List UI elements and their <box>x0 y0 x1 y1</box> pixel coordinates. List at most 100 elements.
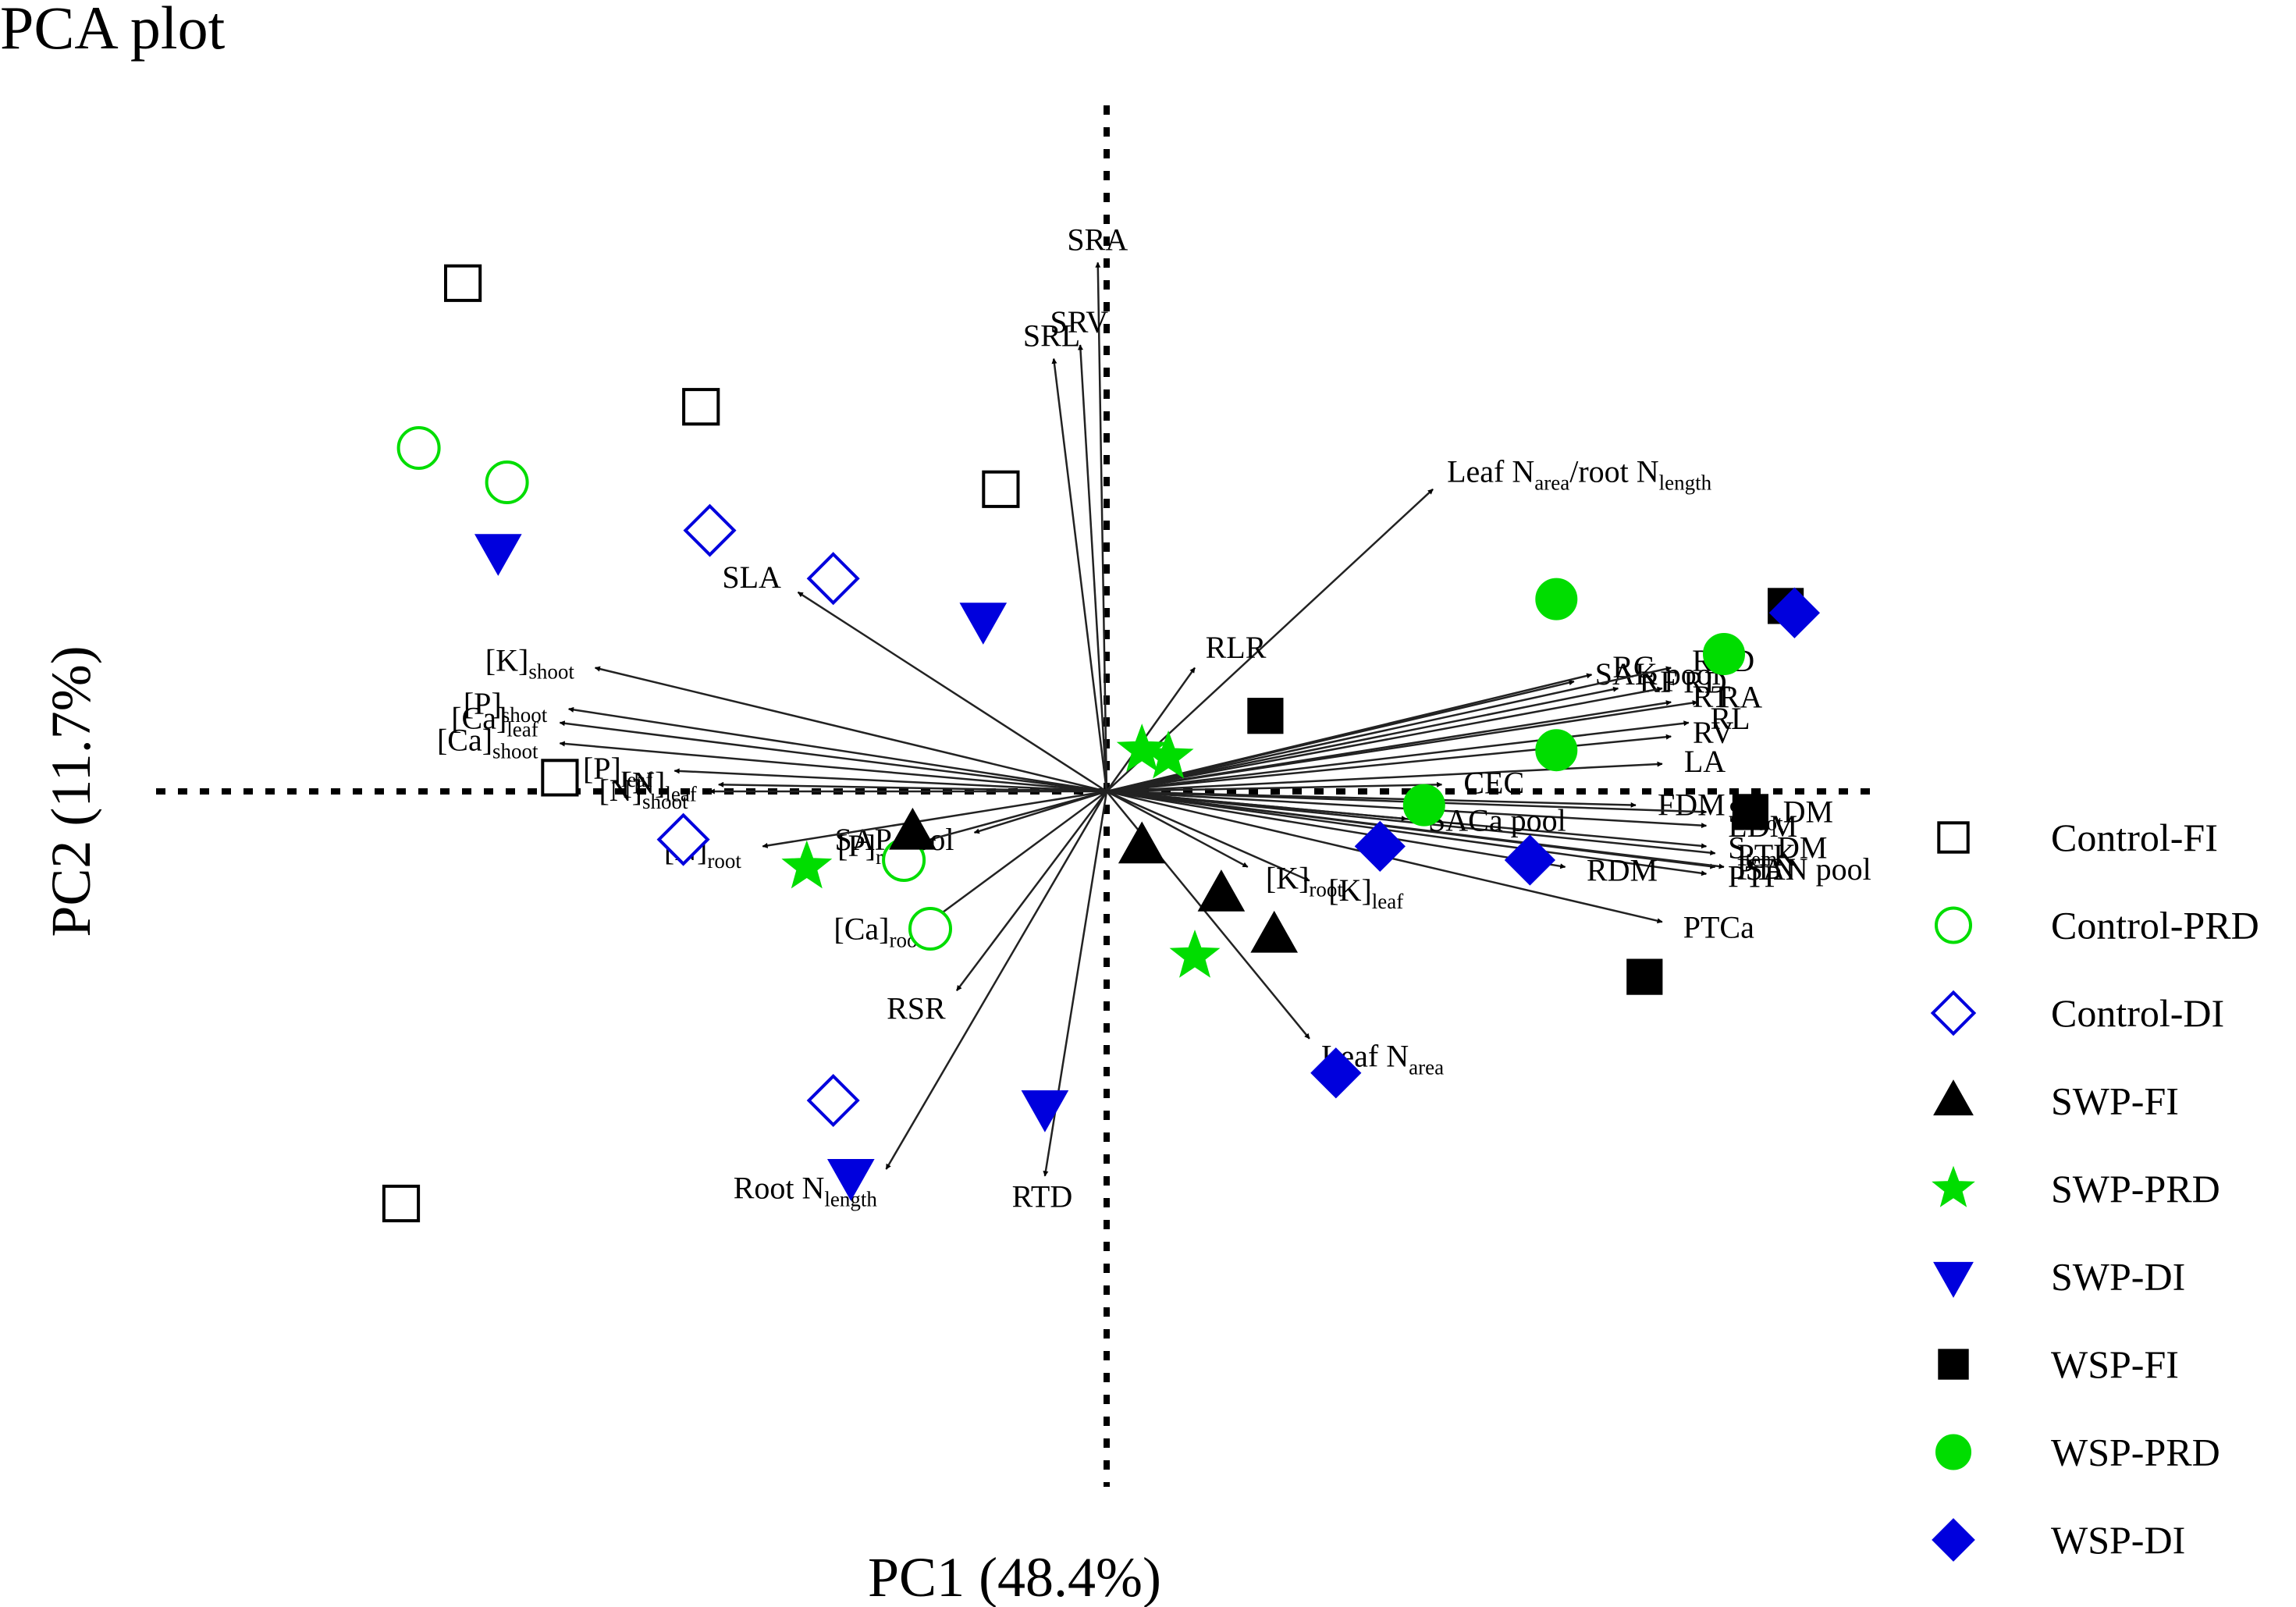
loading-label: SRL <box>1023 318 1080 354</box>
legend-marker <box>1930 990 1977 1036</box>
score-point <box>959 603 1008 645</box>
loading-arrow <box>1051 357 1108 792</box>
loading-arrow <box>955 791 1107 991</box>
label-part: [Ca] <box>437 722 492 757</box>
label-part: LA <box>1684 744 1726 779</box>
loading-label: [Ca]leaf <box>451 701 538 741</box>
label-part: leaf <box>665 783 696 806</box>
loading-arrow <box>718 781 1107 793</box>
score-point <box>1118 821 1166 864</box>
loading-arrow <box>594 666 1107 793</box>
legend-marker <box>1935 1434 1971 1470</box>
score-point <box>806 1073 860 1128</box>
label-part: length <box>1659 471 1712 494</box>
loading-arrow <box>1106 790 1566 869</box>
legend-marker <box>1932 1165 1975 1207</box>
legend-item: SWP-PRD <box>1932 1165 2220 1211</box>
loading-arrow <box>1106 673 1593 793</box>
score-point <box>1535 578 1578 620</box>
legend-label: WSP-FI <box>2051 1342 2179 1386</box>
legend-item: WSP-PRD <box>1935 1431 2220 1474</box>
score-point <box>683 503 737 557</box>
label-part: S <box>1728 830 1745 866</box>
loading-label: StemDM <box>1728 830 1827 871</box>
loading-label: RL <box>1710 701 1750 736</box>
score-point <box>396 426 441 470</box>
score-point <box>682 388 720 426</box>
legend: Control-FI Control-PRD Control-DI SWP-FI SWP… <box>1930 816 2259 1562</box>
label-part: [K] <box>485 642 529 677</box>
legend-item: Control-DI <box>1930 990 2224 1036</box>
score-point <box>485 460 529 504</box>
score-point <box>1116 724 1168 772</box>
loading-label: [N]leaf <box>622 766 697 806</box>
loading-arrow <box>1106 790 1310 882</box>
legend-item: Control-FI <box>1937 816 2218 859</box>
loading-label: [N]shoot <box>599 773 688 813</box>
score-point <box>1626 958 1663 995</box>
label-part: root <box>1309 878 1343 901</box>
label-part: RSR <box>887 990 946 1026</box>
legend-label: SWP-PRD <box>2051 1167 2220 1211</box>
label-part: RF <box>1640 664 1678 699</box>
label-part: RDM <box>1587 853 1658 888</box>
label-part: RV <box>1693 715 1733 750</box>
loading-arrow <box>1105 667 1196 792</box>
loading-arrow <box>938 790 1107 916</box>
loading-label: PTCa <box>1683 909 1754 944</box>
score-point <box>781 840 833 889</box>
label-part: [P] <box>583 751 621 786</box>
score-point <box>1768 587 1821 638</box>
score-point <box>1143 730 1194 779</box>
loading-arrow <box>1077 344 1108 792</box>
label-part: [P] <box>837 828 876 863</box>
loading-label: CEC <box>1463 765 1524 800</box>
score-point <box>1402 784 1445 827</box>
label-part: [Ca] <box>451 701 506 736</box>
score-point <box>1247 698 1284 734</box>
loading-arrow <box>1043 791 1108 1177</box>
loading-arrow <box>674 768 1107 793</box>
legend-label: SWP-DI <box>2051 1255 2185 1299</box>
loading-label: [K]shoot <box>485 642 575 683</box>
loading-label: LA <box>1684 744 1726 779</box>
label-part: area <box>1534 471 1569 494</box>
label-part: Root N <box>734 1170 825 1205</box>
chart-title: PCA plot <box>0 0 226 62</box>
loading-label: Leaf Narea/root Nlength <box>1447 453 1712 494</box>
loading-arrow <box>1106 666 1672 793</box>
label-part: SRA <box>1067 222 1128 257</box>
x-axis-label: PC1 (48.4%) <box>868 1546 1161 1607</box>
loading-label: [K]leaf <box>1328 873 1403 913</box>
score-point <box>889 807 937 850</box>
legend-label: SWP-FI <box>2051 1079 2179 1123</box>
legend-marker <box>1935 906 1972 944</box>
label-part: /root N <box>1569 453 1658 489</box>
loading-label: [Ca]shoot <box>437 722 538 763</box>
label-part: SACa pool <box>1428 802 1566 837</box>
loading-label: [K]root <box>1266 861 1344 901</box>
label-part: [N] <box>599 773 642 808</box>
loading-arrow <box>1106 686 1619 793</box>
score-point <box>1732 794 1769 830</box>
label-part: SAK pool <box>1595 656 1721 692</box>
legend-item: SWP-FI <box>1933 1079 2179 1123</box>
label-part: PTN <box>1736 851 1796 887</box>
legend-item: Control-PRD <box>1935 904 2259 947</box>
loading-arrow <box>559 720 1107 793</box>
loading-label: SRA <box>1067 222 1128 257</box>
loading-label: RLR <box>1206 630 1267 665</box>
score-point <box>541 759 579 797</box>
loading-arrow <box>1106 790 1249 868</box>
legend-item: WSP-FI <box>1938 1342 2179 1386</box>
label-part: leaf <box>1372 890 1403 913</box>
legend-item: SWP-DI <box>1933 1255 2185 1299</box>
label-part: RTD <box>1012 1179 1073 1214</box>
label-part: [K] <box>1328 873 1372 908</box>
loading-label: [P]shoot <box>464 686 548 727</box>
loading-arrow <box>762 790 1107 848</box>
legend-marker <box>1933 1079 1974 1116</box>
legend-label: Control-PRD <box>2051 904 2259 947</box>
loading-arrow <box>1095 261 1108 792</box>
label-part: SAN pool <box>1746 851 1871 887</box>
